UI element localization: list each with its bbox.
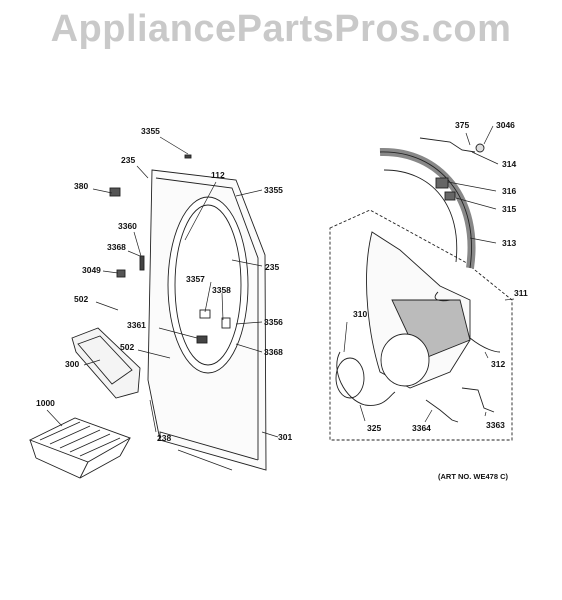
callout-label: 3363 bbox=[486, 420, 505, 430]
callout-label: 3355 bbox=[264, 185, 283, 195]
callout-label: 3049 bbox=[82, 265, 101, 275]
leader-lines bbox=[46, 125, 515, 471]
callout-label: 3360 bbox=[118, 221, 137, 231]
callout-label: 325 bbox=[367, 423, 381, 433]
callout-label: 3368 bbox=[107, 242, 126, 252]
art-number: (ART NO. WE478 C) bbox=[438, 472, 509, 481]
callout-label: 1000 bbox=[36, 398, 55, 408]
callout-label: 375 bbox=[455, 120, 469, 130]
callout-label: 3361 bbox=[127, 320, 146, 330]
callout-label: 380 bbox=[74, 181, 88, 191]
callout-label: 3355 bbox=[141, 126, 160, 136]
callout-label: 300 bbox=[65, 359, 79, 369]
callouts: 3355 235 112 3355 380 3360 3368 3049 235… bbox=[36, 120, 528, 481]
callout-label: 316 bbox=[502, 186, 516, 196]
callout-label: 112 bbox=[211, 170, 225, 180]
callout-label: 235 bbox=[265, 262, 279, 272]
callout-label: 315 bbox=[502, 204, 516, 214]
callout-label: 3046 bbox=[496, 120, 515, 130]
callout-label: 3358 bbox=[212, 285, 231, 295]
callout-label: 502 bbox=[120, 342, 134, 352]
callout-label: 235 bbox=[121, 155, 135, 165]
callout-label: 502 bbox=[74, 294, 88, 304]
callout-label: 314 bbox=[502, 159, 516, 169]
callout-label: 312 bbox=[491, 359, 505, 369]
callout-label: 238 bbox=[157, 433, 171, 443]
callout-label: 311 bbox=[514, 288, 528, 298]
callout-label: 310 bbox=[353, 309, 367, 319]
callout-label: 3368 bbox=[264, 347, 283, 357]
drawing-lines bbox=[28, 137, 513, 479]
callout-label: 301 bbox=[278, 432, 292, 442]
watermark: AppliancePartsPros.com bbox=[50, 8, 512, 50]
callout-label: 3357 bbox=[186, 274, 205, 284]
callout-label: 3356 bbox=[264, 317, 283, 327]
callout-label: 313 bbox=[502, 238, 516, 248]
callout-label: 3364 bbox=[412, 423, 431, 433]
